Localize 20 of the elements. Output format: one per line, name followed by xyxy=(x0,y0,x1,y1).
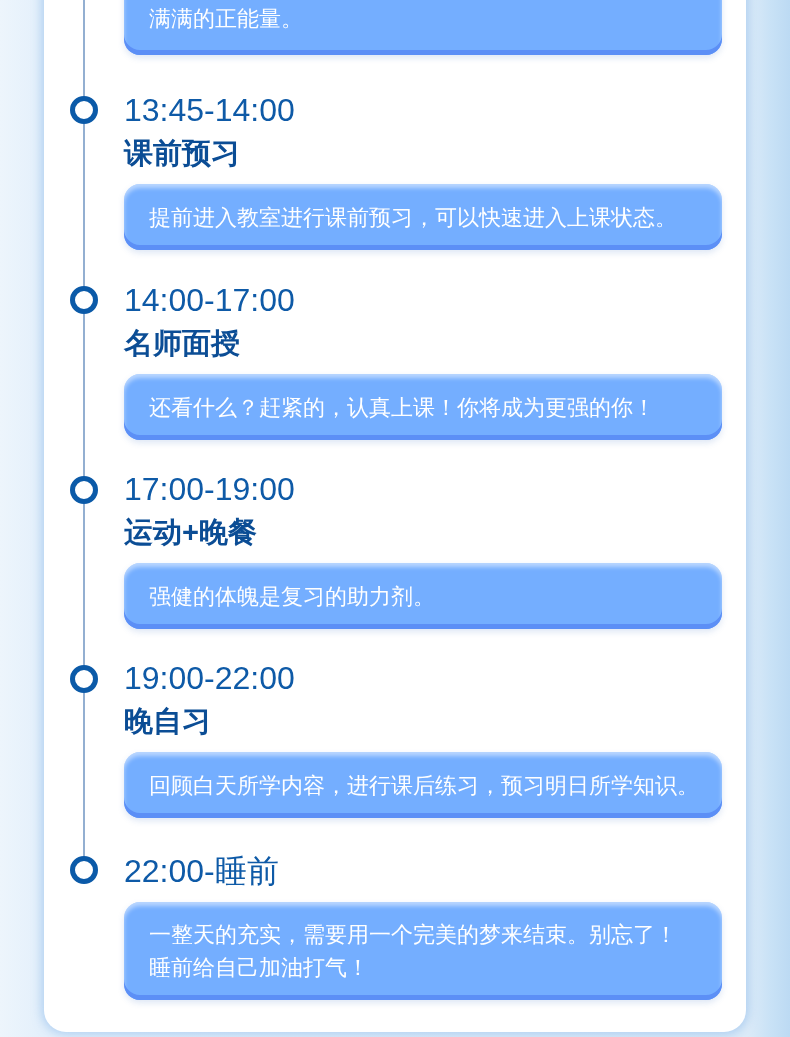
text-card: 强健的体魄是复习的助力剂。 xyxy=(124,563,722,629)
section-title: 课前预习 xyxy=(124,136,240,171)
text-card: 回顾白天所学内容，进行课后练习，预习明日所学知识。 xyxy=(124,752,722,818)
text-card: 一整天的充实，需要用一个完美的梦来结束。别忘了！睡前给自己加油打气！ xyxy=(124,902,722,1000)
text-card: 提前进入教室进行课前预习，可以快速进入上课状态。 xyxy=(124,184,722,250)
section-title: 名师面授 xyxy=(124,326,240,361)
time-range: 17:00-19:00 xyxy=(124,470,295,509)
time-range: 19:00-22:00 xyxy=(124,659,295,698)
timeline-line xyxy=(83,0,85,97)
time-range: 22:00-睡前 xyxy=(124,852,279,891)
section-title: 运动+晚餐 xyxy=(124,515,257,550)
text-card: 还看什么？赶紧的，认真上课！你将成为更强的你！ xyxy=(124,374,722,440)
text-card: 满满的正能量。 xyxy=(124,0,722,55)
time-range: 14:00-17:00 xyxy=(124,281,295,320)
timeline-line xyxy=(83,503,85,666)
timeline-line xyxy=(83,123,85,287)
timeline-line xyxy=(83,313,85,477)
section-title: 晚自习 xyxy=(124,704,211,739)
time-range: 13:45-14:00 xyxy=(124,91,295,130)
timeline-line xyxy=(83,692,85,857)
